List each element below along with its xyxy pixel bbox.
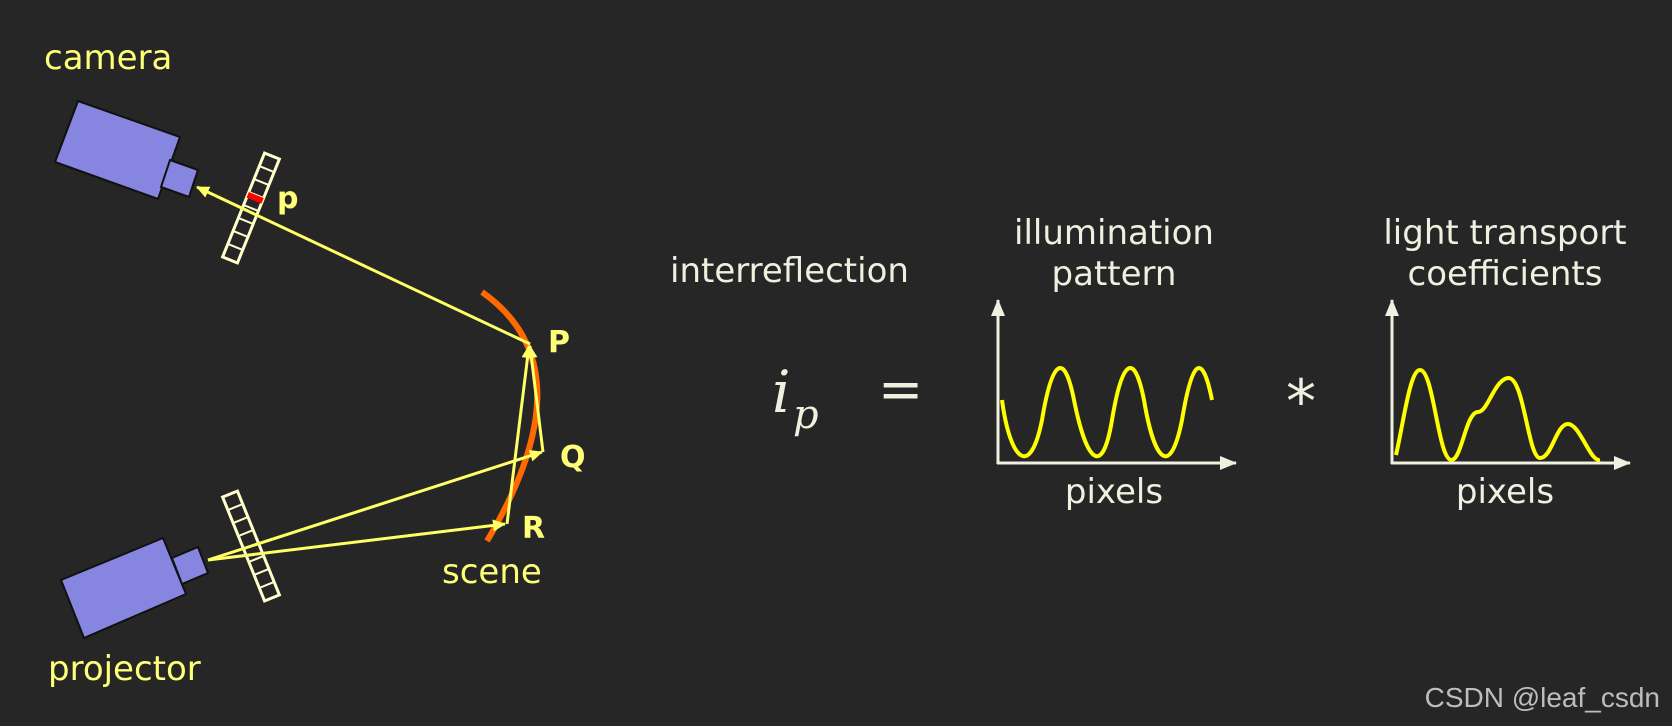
ray-projector-to-R [207,519,506,562]
camera-icon [53,99,200,201]
illumination-plot-axes [991,299,1237,470]
transport-title-line1: light transport [1383,213,1626,253]
point-P-label: P [548,325,570,360]
transport-plot-axes [1385,299,1631,470]
ray-projector-to-Q [207,449,543,562]
camera-label: camera [44,38,172,78]
pixel-p-label: p [277,181,298,216]
illumination-title-line1: illumination [1014,213,1214,253]
equals-sign: = [878,358,923,421]
ray-R-to-P [505,345,534,525]
transport-title-line2: coefficients [1408,254,1603,294]
ray-P-to-camera [196,185,531,346]
highlighted-pixel [246,192,264,204]
scene-label: scene [442,552,542,592]
camera-sensor-strip [220,151,282,265]
light-rays [196,185,545,562]
projector-icon [59,536,210,640]
watermark: CSDN @leaf_csdn [1424,682,1660,713]
point-Q-label: Q [560,440,586,475]
illumination-curve [1000,366,1214,459]
ip-base: i [772,358,791,426]
projector-label: projector [48,649,201,689]
interreflection-label: interreflection [670,251,909,291]
ip-subscript: p [793,392,819,438]
illumination-xaxis-label: pixels [1065,472,1163,512]
convolution-operator: * [1286,367,1316,437]
point-R-label: R [522,511,545,546]
transport-xaxis-label: pixels [1456,472,1554,512]
illumination-title-line2: pattern [1052,254,1177,294]
ray-Q-to-P [525,345,545,453]
transport-curve [1394,367,1601,462]
